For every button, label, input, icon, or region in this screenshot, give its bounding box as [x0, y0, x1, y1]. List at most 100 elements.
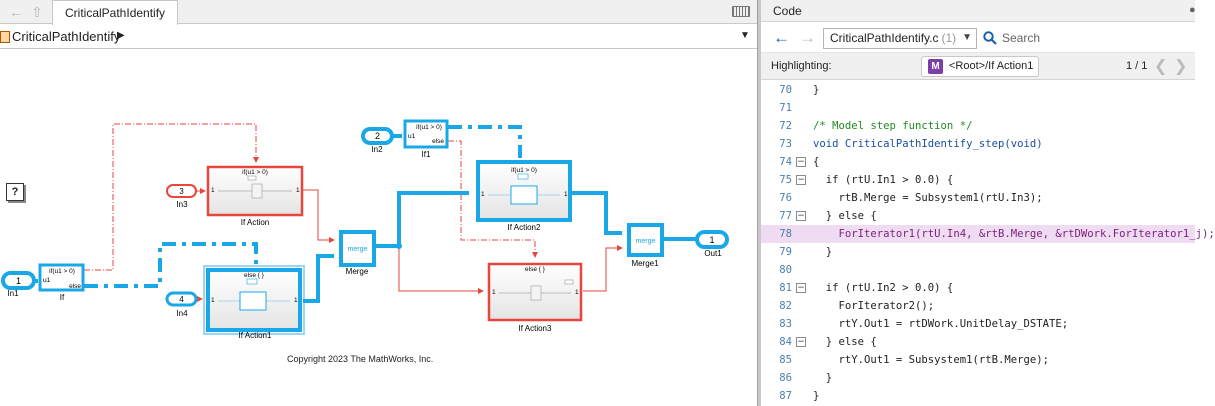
inport-in1-port: 1	[16, 276, 21, 286]
model-editor: ← ⇧ CriticalPathIdentify CriticalPathIde…	[0, 0, 757, 406]
if-action3-header: else { }	[525, 266, 546, 273]
file-select[interactable]: CriticalPathIdentify.c(1) ▼	[823, 28, 977, 49]
copyright-text: Copyright 2023 The MathWorks, Inc.	[287, 354, 434, 364]
if-action3-port-in: 1	[492, 289, 496, 296]
highlight-count: 1 / 1	[1126, 60, 1148, 72]
highlighting-bar: Highlighting: M <Root>/If Action1 1 / 1 …	[761, 53, 1195, 80]
code-text: } else {	[813, 336, 877, 348]
code-text: /* Model step function */	[813, 120, 973, 132]
merge-block-label: Merge	[346, 267, 369, 276]
help-button[interactable]: ?	[6, 183, 24, 201]
line-number: 87	[779, 390, 792, 402]
panel-menu-icon[interactable]: ●	[1189, 4, 1196, 16]
code-view: Code ● ← → CriticalPathIdentify.c(1) ▼ S…	[761, 0, 1215, 406]
highlight-target-chip[interactable]: M <Root>/If Action1	[921, 56, 1039, 77]
line-number: 84	[779, 336, 792, 348]
code-line[interactable]: 71	[761, 99, 1195, 117]
line-number: 79	[779, 246, 792, 258]
breadcrumb-arrow-icon[interactable]: ▶	[117, 30, 125, 41]
code-line[interactable]: 75− if (rtU.In1 > 0.0) {	[761, 171, 1195, 189]
line-number: 70	[779, 84, 792, 96]
branch-point	[396, 243, 402, 249]
chevron-right-icon[interactable]: ❯	[1174, 58, 1188, 75]
search-icon	[983, 31, 997, 45]
back-arrow-icon[interactable]: ←	[9, 4, 23, 20]
code-text: }	[813, 84, 820, 96]
search-input[interactable]: Search	[1002, 31, 1041, 45]
if-block-condition: if(u1 > 0)	[49, 268, 75, 275]
line-number: 73	[779, 138, 792, 150]
inport-in3-label: In3	[176, 200, 188, 209]
model-canvas[interactable]: 1 In1 2 In2 3 In3 4 In4 1 Out1	[0, 50, 757, 406]
merge-block-text: merge	[348, 246, 368, 253]
code-line[interactable]: 74−{	[761, 153, 1195, 171]
chevron-down-icon[interactable]: ▼	[962, 32, 972, 43]
code-line[interactable]: 87}	[761, 387, 1195, 405]
breadcrumb-item-model[interactable]: CriticalPathIdentify	[12, 29, 121, 44]
inport-in2-port: 2	[375, 131, 380, 141]
inport-in4-label: In4	[176, 309, 188, 318]
model-badge-icon: M	[928, 59, 943, 74]
keyboard-icon[interactable]	[732, 6, 750, 17]
line-number: 77	[779, 210, 792, 222]
fold-toggle-icon[interactable]: −	[796, 337, 806, 347]
inport-in1: 1 In1	[1, 271, 36, 298]
if-action3-label: If Action3	[519, 324, 552, 333]
code-text: } else {	[813, 210, 877, 222]
signal-if-action1-to-merge	[303, 254, 334, 303]
fold-toggle-icon[interactable]: −	[796, 283, 806, 293]
code-line[interactable]: 78 ForIterator1(rtU.In4, &rtB.Merge, &rt…	[761, 225, 1215, 243]
code-line[interactable]: 70}	[761, 81, 1195, 99]
line-number: 81	[779, 282, 792, 294]
line-number: 74	[779, 156, 792, 168]
line-number: 72	[779, 120, 792, 132]
breadcrumb-dropdown-icon[interactable]: ▼	[740, 30, 750, 41]
if-action1-label: If Action1	[239, 331, 272, 340]
search-field[interactable]: Search	[983, 28, 1195, 49]
code-line[interactable]: 76 rtB.Merge = Subsystem1(rtU.In3);	[761, 189, 1195, 207]
file-name: CriticalPathIdentify.c	[830, 31, 939, 45]
merge1-block: merge Merge1	[627, 223, 664, 268]
if1-block: if(u1 > 0) u1 else If1	[403, 119, 449, 159]
merge-block: merge Merge	[339, 230, 376, 276]
code-line[interactable]: 86 }	[761, 369, 1195, 387]
code-line[interactable]: 83 rtY.Out1 = rtDWork.UnitDelay_DSTATE;	[761, 315, 1195, 333]
pane-splitter[interactable]	[757, 0, 761, 406]
forward-button[interactable]: →	[799, 28, 816, 47]
inport-in3: 3 In3	[166, 184, 197, 209]
signal-if-action2-to-merge1	[571, 191, 622, 235]
action-signal-if1-to-if-action3	[448, 140, 538, 258]
code-line[interactable]: 85 rtY.Out1 = Subsystem1(rtB.Merge);	[761, 351, 1195, 369]
outport-out1-label: Out1	[704, 249, 722, 258]
code-line[interactable]: 80	[761, 261, 1195, 279]
fold-toggle-icon[interactable]: −	[796, 175, 806, 185]
inport-in1-label: In1	[7, 289, 19, 298]
code-text: rtY.Out1 = rtDWork.UnitDelay_DSTATE;	[813, 318, 1069, 330]
code-line[interactable]: 82 ForIterator2();	[761, 297, 1195, 315]
code-line[interactable]: 77− } else {	[761, 207, 1195, 225]
inport-in4: 4 In4	[165, 291, 198, 318]
tab-label: CriticalPathIdentify	[65, 6, 166, 20]
if-action-header: if(u1 > 0)	[242, 169, 268, 176]
line-number: 86	[779, 372, 792, 384]
if-action2-label: If Action2	[508, 223, 541, 232]
fold-toggle-icon[interactable]: −	[796, 211, 806, 221]
back-button[interactable]: ←	[773, 28, 790, 47]
if-action1-subsystem: else { } 1 1 If Action1	[203, 265, 305, 340]
code-line[interactable]: 81− if (rtU.In2 > 0.0) {	[761, 279, 1195, 297]
tab-critical-path-identify[interactable]: CriticalPathIdentify	[52, 0, 179, 25]
if-block: if(u1 > 0) u1 else If	[38, 263, 85, 302]
code-line[interactable]: 84− } else {	[761, 333, 1195, 351]
fold-toggle-icon[interactable]: −	[796, 157, 806, 167]
model-icon	[0, 31, 10, 43]
line-number: 83	[779, 318, 792, 330]
up-arrow-icon[interactable]: ⇧	[31, 3, 43, 20]
code-line[interactable]: 79 }	[761, 243, 1195, 261]
code-text: ForIterator2();	[813, 300, 935, 312]
code-line[interactable]: 72 /* Model step function */	[761, 117, 1195, 135]
chevron-left-icon[interactable]: ❮	[1154, 58, 1168, 75]
breadcrumb: CriticalPathIdentify ▶ ▼	[0, 25, 757, 49]
if-action1-header: else { }	[244, 272, 265, 279]
